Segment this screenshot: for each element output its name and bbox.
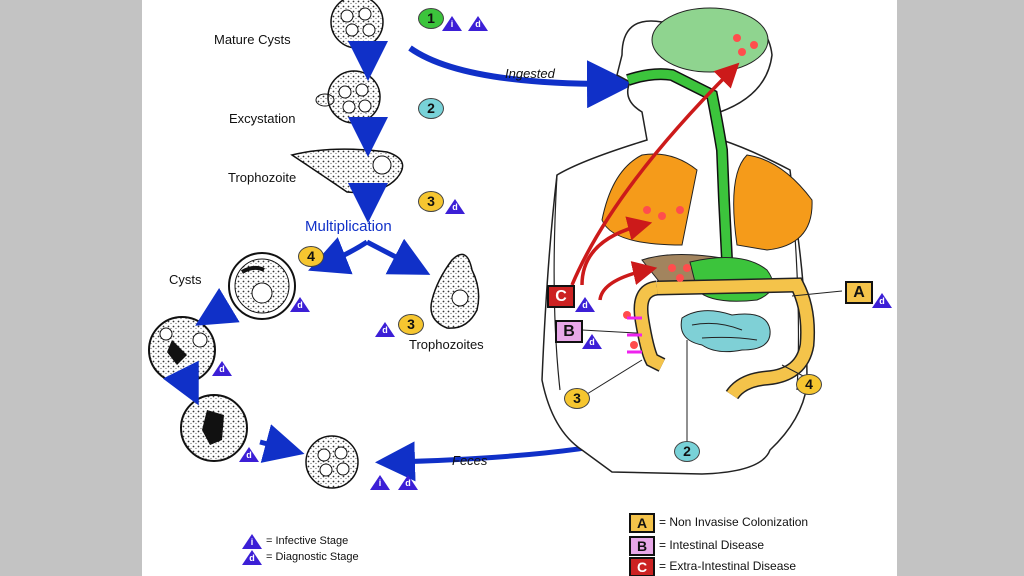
legend-b-label: = Intestinal Disease bbox=[659, 538, 765, 552]
spread-arrows bbox=[570, 62, 740, 301]
stage-3-badge: 3 bbox=[418, 191, 444, 212]
diagnostic-icon: d bbox=[375, 322, 395, 337]
cyst-drawing-3 bbox=[180, 394, 248, 462]
intestinal-arrows bbox=[627, 316, 642, 354]
stage-1-badge: 1 bbox=[418, 8, 444, 29]
diagnostic-icon: d bbox=[468, 16, 488, 31]
legend-c-label: = Extra-Intestinal Disease bbox=[659, 559, 797, 573]
cyst-drawing-1 bbox=[228, 252, 296, 320]
legend-infective-label: = Infective Stage bbox=[266, 535, 349, 547]
marker-b: B bbox=[555, 320, 583, 343]
label-excystation: Excystation bbox=[229, 111, 296, 126]
diagnostic-icon: d bbox=[242, 550, 262, 565]
label-trophozoites: Trophozoites bbox=[409, 337, 484, 352]
label-ingested: Ingested bbox=[505, 66, 555, 81]
label-trophozoite: Trophozoite bbox=[228, 170, 297, 185]
diagnostic-icon: d bbox=[212, 361, 232, 376]
label-multiplication: Multiplication bbox=[305, 218, 392, 235]
diagnostic-icon: d bbox=[398, 475, 418, 490]
diagnostic-icon: d bbox=[872, 293, 892, 308]
diagram-graphics bbox=[148, 0, 843, 489]
infective-icon: i bbox=[442, 16, 462, 31]
lifecycle-diagram: Mature Cysts Excystation Trophozoite Mul… bbox=[142, 0, 897, 576]
infection-spots bbox=[623, 34, 758, 349]
stage-3-trophozoites-badge: 3 bbox=[398, 314, 424, 335]
body-stage-4-badge: 4 bbox=[796, 374, 822, 395]
infective-icon: i bbox=[370, 475, 390, 490]
legend-c-box: C bbox=[629, 557, 655, 576]
feces-cyst-drawing bbox=[305, 435, 359, 489]
stage-2-badge: 2 bbox=[418, 98, 444, 119]
mature-cyst-drawing bbox=[330, 0, 384, 49]
pointer-lines bbox=[581, 290, 843, 448]
body-stage-3-badge: 3 bbox=[564, 388, 590, 409]
marker-c: C bbox=[547, 285, 575, 308]
label-cysts: Cysts bbox=[169, 272, 202, 287]
trophozoites-drawing bbox=[430, 253, 480, 329]
label-mature-cysts: Mature Cysts bbox=[214, 32, 291, 47]
body-stage-2-badge: 2 bbox=[674, 441, 700, 462]
legend-a-label: = Non Invasise Colonization bbox=[659, 515, 809, 529]
diagnostic-icon: d bbox=[582, 334, 602, 349]
label-feces: Feces bbox=[452, 453, 488, 468]
cyst-drawing-2 bbox=[148, 316, 216, 384]
marker-a: A bbox=[845, 281, 873, 304]
diagnostic-icon: d bbox=[239, 447, 259, 462]
stage-4-badge: 4 bbox=[298, 246, 324, 267]
diagnostic-icon: d bbox=[290, 297, 310, 312]
diagnostic-icon: d bbox=[445, 199, 465, 214]
human-body-drawing bbox=[541, 7, 815, 475]
legend-b-box: B bbox=[629, 536, 655, 556]
excystation-drawing bbox=[315, 70, 381, 124]
legend-diagnostic-label: = Diagnostic Stage bbox=[266, 551, 359, 563]
trophozoite-drawing bbox=[290, 148, 404, 194]
infective-icon: i bbox=[242, 534, 262, 549]
diagnostic-icon: d bbox=[575, 297, 595, 312]
legend-a-box: A bbox=[629, 513, 655, 533]
